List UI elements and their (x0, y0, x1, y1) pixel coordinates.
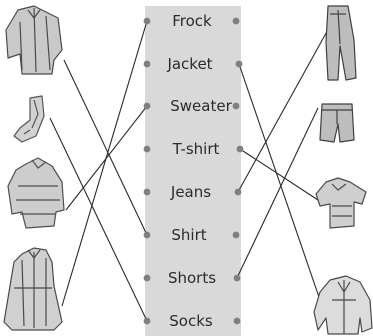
connection-line-right-0 (237, 25, 331, 193)
right-picture-tshirt[interactable] (315, 177, 367, 229)
word-column: Frock Jacket Sweater T-shirt Jeans Shirt (143, 12, 244, 330)
right-picture-jeans[interactable] (325, 5, 357, 81)
right-dot[interactable] (232, 102, 240, 110)
left-picture-sweater[interactable] (7, 157, 65, 229)
word-panel (145, 6, 241, 336)
left-dot[interactable] (143, 231, 151, 239)
right-dot[interactable] (233, 274, 241, 282)
connection-line-left-0 (63, 59, 148, 236)
word-jeans: Jeans (170, 183, 211, 201)
connection-line-left-3 (61, 20, 148, 307)
socks-icon (13, 95, 45, 143)
left-dot[interactable] (143, 145, 151, 153)
word-row-socks: Socks (143, 312, 241, 330)
connection-line-right-3 (238, 63, 321, 301)
word-row-shirt: Shirt (143, 226, 240, 244)
right-picture-jacket[interactable] (313, 275, 373, 335)
jeans-icon (325, 5, 357, 81)
word-row-jacket: Jacket (143, 55, 243, 73)
shorts-icon (319, 103, 355, 143)
word-row-sweater: Sweater (143, 97, 240, 115)
word-row-shorts: Shorts (143, 269, 241, 287)
left-dot[interactable] (143, 60, 151, 68)
left-dot[interactable] (143, 17, 151, 25)
word-socks: Socks (169, 312, 213, 330)
left-dot[interactable] (143, 317, 151, 325)
connection-line-right-1 (236, 107, 319, 279)
left-dot[interactable] (143, 102, 151, 110)
right-dot[interactable] (233, 317, 241, 325)
left-picture-shirt[interactable] (5, 5, 63, 75)
left-picture-socks[interactable] (13, 95, 45, 143)
shirt-icon (5, 5, 63, 75)
connection-line-right-2 (239, 148, 319, 201)
connection-line-left-1 (49, 117, 148, 322)
right-dot[interactable] (232, 17, 240, 25)
left-dot[interactable] (143, 188, 151, 196)
word-shirt: Shirt (171, 226, 206, 244)
tshirt-icon (315, 177, 367, 229)
word-row-tshirt: T-shirt (143, 140, 244, 158)
word-shorts: Shorts (168, 269, 216, 287)
right-picture-shorts[interactable] (319, 103, 355, 143)
word-sweater: Sweater (170, 97, 232, 115)
left-dot[interactable] (143, 274, 151, 282)
word-jacket: Jacket (166, 55, 212, 73)
sweater-icon (7, 157, 65, 229)
word-tshirt: T-shirt (172, 140, 220, 158)
right-dot[interactable] (232, 231, 240, 239)
word-row-frock: Frock (143, 12, 240, 30)
left-picture-frock[interactable] (3, 247, 63, 331)
word-row-jeans: Jeans (143, 183, 242, 201)
connection-lines (49, 20, 331, 322)
frock-icon (3, 247, 63, 331)
word-frock: Frock (172, 12, 212, 30)
right-dot[interactable] (236, 145, 244, 153)
jacket-icon (313, 275, 373, 335)
right-dot[interactable] (234, 188, 242, 196)
right-dot[interactable] (235, 60, 243, 68)
